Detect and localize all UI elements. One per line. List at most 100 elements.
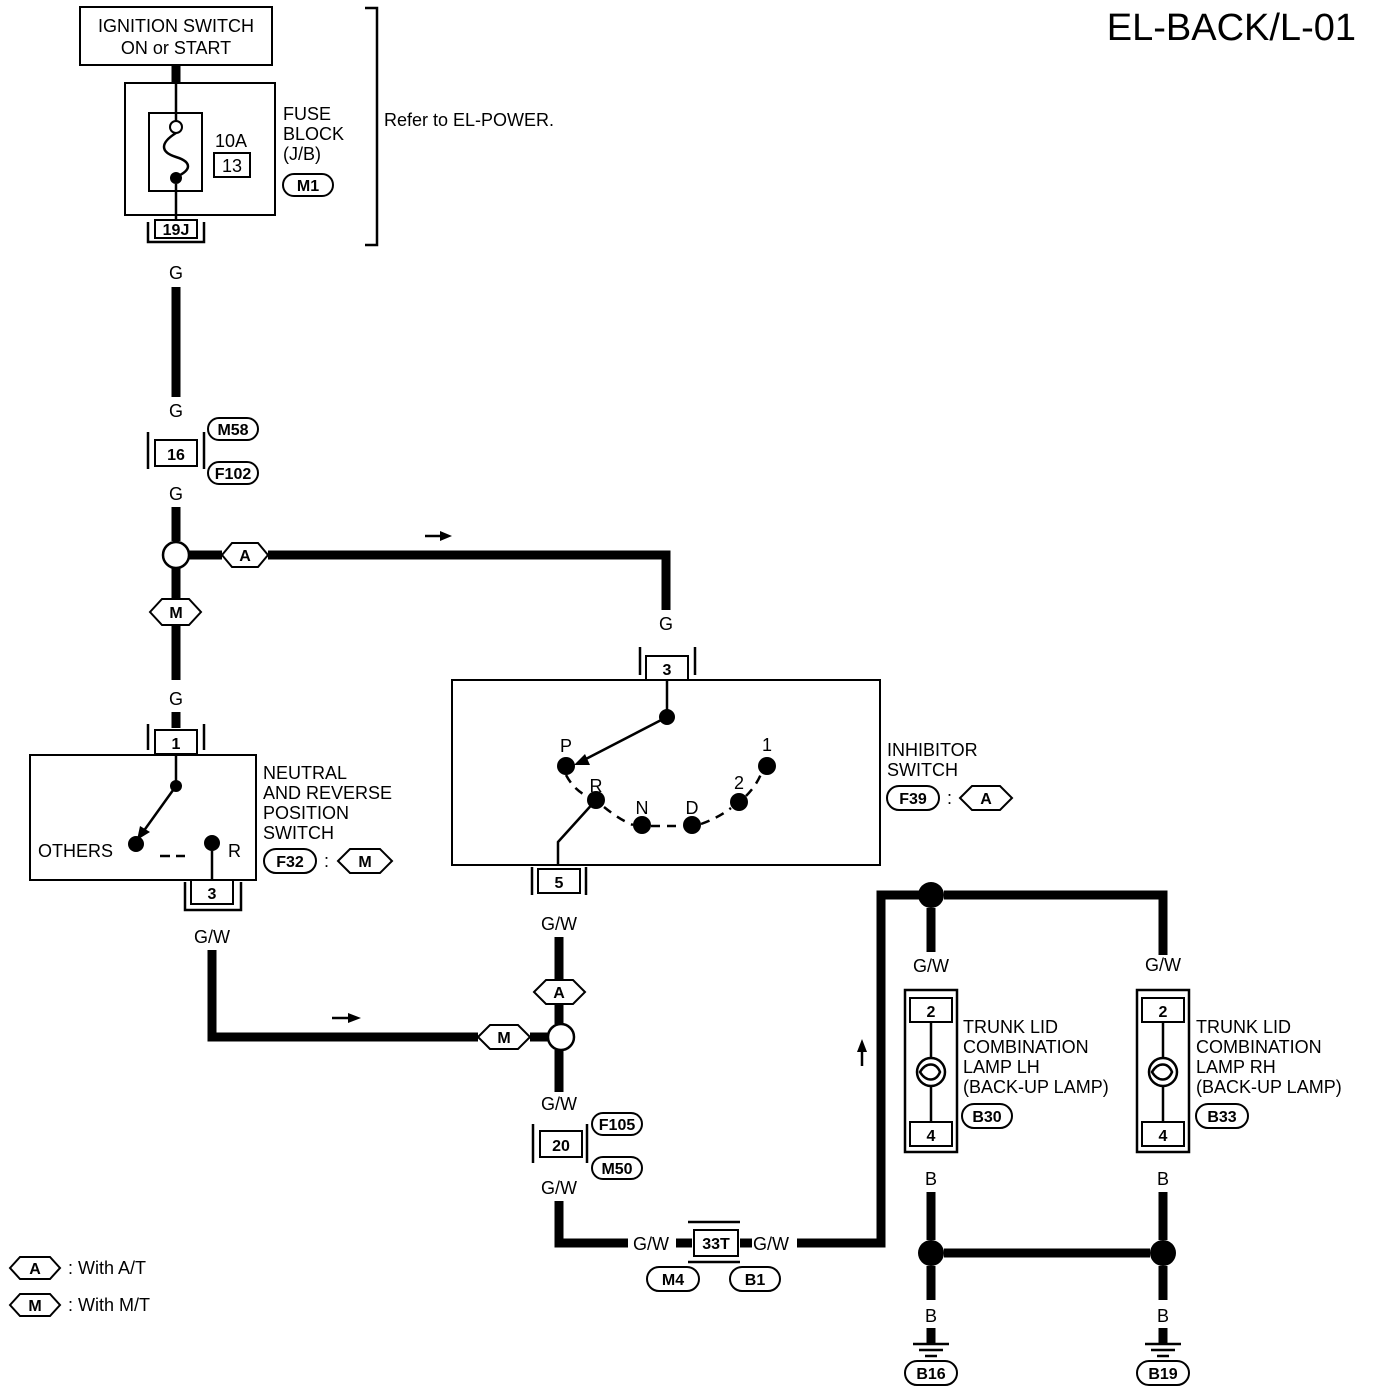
ignition-label-2: ON or START [121,38,231,58]
inhibitor-2-label: 2 [734,773,744,793]
nrp-switch: 1 OTHERS R 3 [29,724,257,912]
joint-16-number: 16 [167,447,185,464]
wire-label-g-4: G [169,689,183,709]
ignition-switch: IGNITION SWITCH ON or START [79,6,273,66]
fuse-icon [162,131,190,179]
inhibitor-sep: : [947,788,952,808]
merge-node [546,1022,576,1052]
legend-text-a: : With A/T [68,1258,146,1278]
split-node-1 [161,540,191,570]
ground-right-conn: B19 [1148,1366,1177,1383]
lamp-lh-pin-bottom: 4 [927,1128,936,1145]
lamp-lh-pin-top: 2 [927,1004,936,1021]
splice-top-left [918,882,944,908]
nrp-tag-m [336,848,394,874]
tag-a-branch-label: A [239,548,251,565]
joint-20-bottom-conn: M50 [601,1161,632,1178]
legend: A : With A/T M : With M/T [8,1256,150,1317]
connector-16: 16 [146,432,206,469]
ground-icon-right [1145,1328,1181,1358]
inhibitor-label-2: SWITCH [887,760,958,780]
inhibitor-d-label: D [686,798,699,818]
lamp-lh-label-1: TRUNK LID [963,1017,1058,1037]
wire-gw-to-lamps [797,890,931,1248]
lamp-lh-label-3: LAMP LH [963,1057,1040,1077]
joint-33-left-conn: M4 [662,1272,684,1289]
joint-16-bottom-conn: F102 [215,466,252,483]
tag-a-merge-label: A [553,985,565,1002]
fuse-terminal-bottom [170,172,182,184]
fuse-terminal-label: 19J [163,222,190,239]
fuse-block: 10A 13 [124,82,276,222]
refer-bracket [365,6,379,247]
wire-label-gw-inhibitor: G/W [541,914,577,934]
page-title: EL-BACK/L-01 [1107,7,1356,49]
lamp-rh-connector: B33 [1207,1109,1236,1126]
inhibitor-pin-in: 3 [663,662,672,679]
nrp-pin-in: 1 [172,736,181,753]
nrp-sep: : [324,851,329,871]
nrp-others-label: OTHERS [38,841,113,861]
wire-label-gw-nrp: G/W [194,927,230,947]
wire-label-gw-2: G/W [541,1094,577,1114]
flow-arrow-2 [348,1013,361,1023]
wire-gw-to-33 [554,1201,628,1248]
nrp-pin-out: 3 [208,886,217,903]
nrp-r-label: R [228,841,241,861]
fuse-block-label-1: FUSE [283,104,331,124]
wire-label-b-rh: B [1157,1169,1169,1189]
lamp-lh-label-4: (BACK-UP LAMP) [963,1077,1109,1097]
fuse-block-label-2: BLOCK [283,124,344,144]
joint-16-top-conn: M58 [217,422,248,439]
lamp-rh: 2 4 [1135,988,1191,1154]
inhibitor-r-label: R [590,776,603,796]
ignition-label-1: IGNITION SWITCH [98,16,254,36]
ground-icon-left [913,1328,949,1358]
wire-gw-to-rh [944,890,1168,955]
joint-20-top-conn: F105 [599,1117,636,1134]
legend-tag-m-label: M [28,1298,41,1315]
inhibitor-1-label: 1 [762,735,772,755]
tag-a-merge [532,979,587,1005]
joint-33-number: 33T [702,1236,730,1253]
inhibitor-p-label: P [560,736,572,756]
wire-g-to-inhibitor [268,550,671,610]
inhibitor-label-1: INHIBITOR [887,740,978,760]
nrp-label-4: SWITCH [263,823,334,843]
flow-arrow-1 [440,531,452,541]
lamp-rh-label-1: TRUNK LID [1196,1017,1291,1037]
nrp-label-2: AND REVERSE [263,783,392,803]
wire-label-gw-lh: G/W [913,956,949,976]
wire-label-b-rh-2: B [1157,1306,1169,1326]
lamp-rh-label-2: COMBINATION [1196,1037,1322,1057]
joint-33-right-conn: B1 [745,1272,766,1289]
connector-33t: 33T [688,1220,740,1264]
inhibitor-connector: F39 [899,791,927,808]
legend-tag-m [8,1293,62,1317]
inhibitor-pin-out: 5 [555,875,564,892]
wire-label-b-lh: B [925,1169,937,1189]
joint-20-number: 20 [552,1138,570,1155]
splice-bottom-left [918,1240,944,1266]
fuse-terminal-top [169,120,183,134]
legend-text-m: : With M/T [68,1295,150,1315]
splice-bottom-right [1150,1240,1176,1266]
legend-tag-a-label: A [29,1261,41,1278]
fuse-amp: 10A [215,131,247,151]
inhibitor-tag-a-label: A [980,791,992,808]
wire-label-gw-3: G/W [541,1178,577,1198]
wire-label-g-1: G [169,263,183,283]
connector-20: 20 [531,1124,589,1163]
flow-arrow-3 [857,1039,867,1052]
lamp-rh-label-3: LAMP RH [1196,1057,1276,1077]
nrp-label-1: NEUTRAL [263,763,347,783]
tag-m-branch-label: M [169,605,182,622]
inhibitor-tag-a [958,785,1014,811]
fuse-block-label-3: (J/B) [283,144,321,164]
fuse-block-connector: M1 [297,178,319,195]
lamp-lh: 2 4 [903,988,959,1154]
inhibitor-switch: 3 P R N D 2 1 5 [451,647,881,895]
inhibitor-n-label: N [636,798,649,818]
lamp-rh-label-4: (BACK-UP LAMP) [1196,1077,1342,1097]
